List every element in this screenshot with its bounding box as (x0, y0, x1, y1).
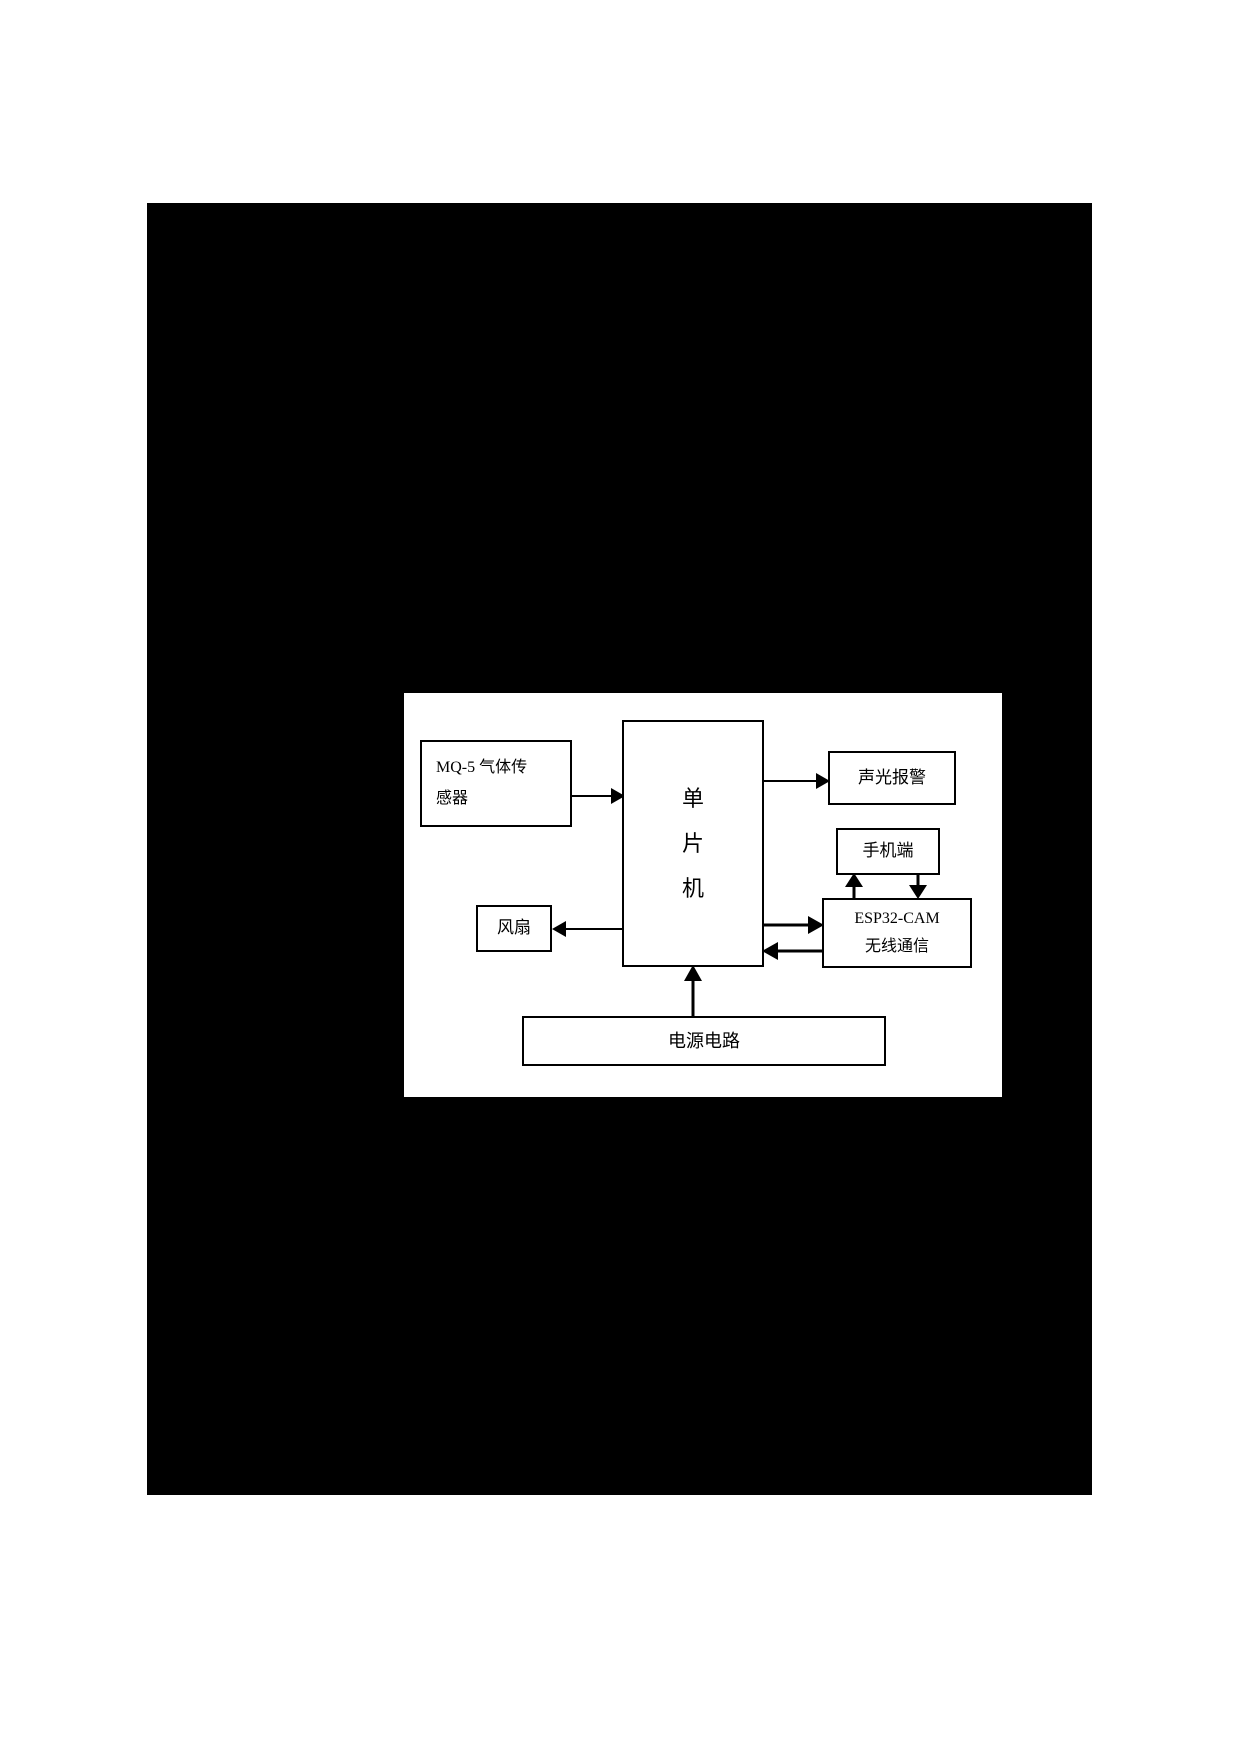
arrow-phone-to-esp (909, 875, 927, 899)
arrow-mcu-to-alarm (764, 773, 830, 789)
block-esp32-cam-wireless-label: ESP32-CAM 无线通信 (854, 910, 940, 955)
block-mcu[interactable]: 单 片 机 (622, 720, 764, 967)
arrow-sensor-to-mcu (572, 788, 625, 804)
block-power-circuit-label: 电源电路 (668, 1030, 740, 1051)
block-audible-visual-alarm[interactable]: 声光报警 (828, 751, 956, 805)
arrow-power-to-mcu (684, 965, 702, 1016)
block-power-circuit[interactable]: 电源电路 (522, 1016, 886, 1066)
block-audible-visual-alarm-label: 声光报警 (858, 767, 926, 787)
block-mobile-terminal[interactable]: 手机端 (836, 828, 940, 875)
block-mobile-terminal-label: 手机端 (862, 841, 914, 861)
block-esp32-cam-wireless[interactable]: ESP32-CAM 无线通信 (822, 898, 972, 968)
block-fan-label: 风扇 (497, 918, 531, 938)
block-mcu-label: 单 片 机 (681, 785, 704, 902)
arrow-mcu-to-fan (552, 921, 622, 937)
arrow-esp-to-mcu (762, 942, 822, 960)
block-gas-sensor[interactable]: MQ-5 气体传 感器 (420, 740, 572, 827)
diagram-canvas: MQ-5 气体传 感器 单 片 机 声光报警 手机端 ESP32-CAM 无线通… (404, 693, 1002, 1097)
connector-layer (552, 773, 927, 1016)
black-page-plate: MQ-5 气体传 感器 单 片 机 声光报警 手机端 ESP32-CAM 无线通… (147, 203, 1092, 1495)
arrow-esp-to-phone (845, 873, 863, 898)
block-fan[interactable]: 风扇 (476, 905, 552, 952)
arrow-mcu-to-esp (764, 916, 824, 934)
block-gas-sensor-label: MQ-5 气体传 感器 (436, 759, 528, 807)
